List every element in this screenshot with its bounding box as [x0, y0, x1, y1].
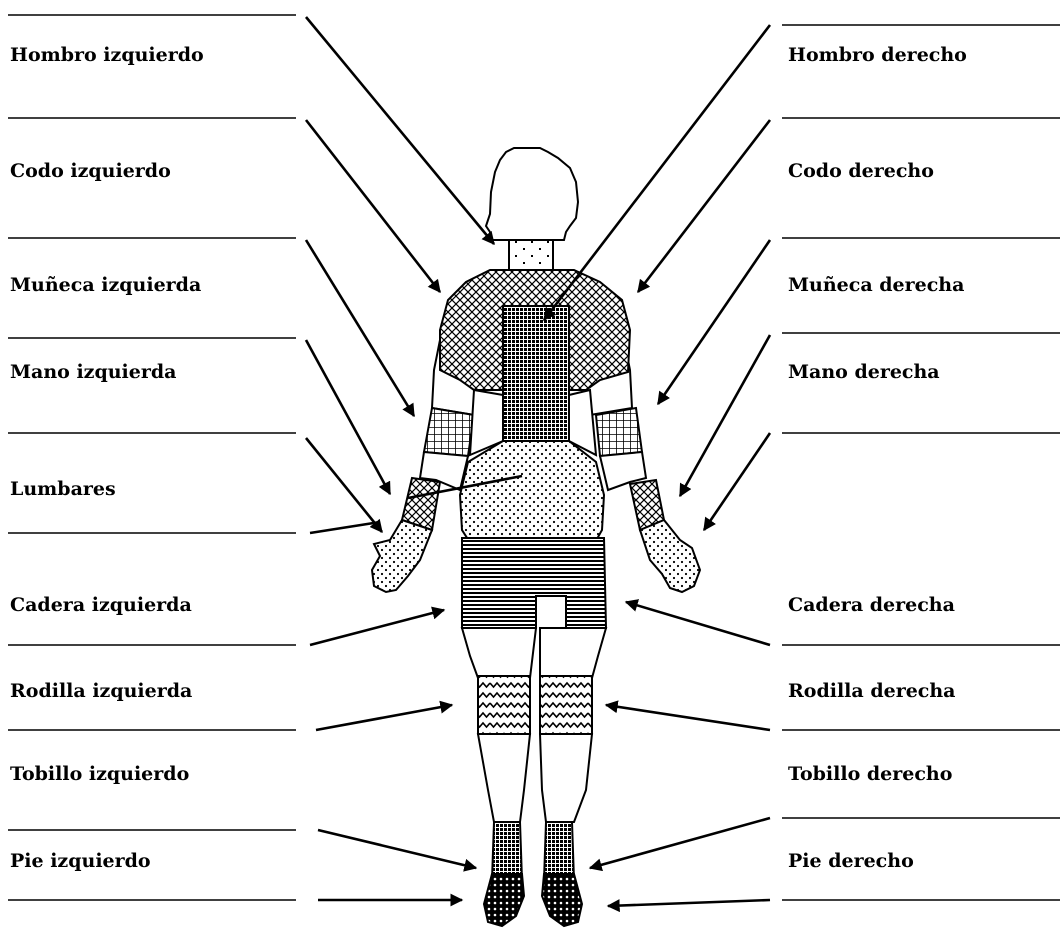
- arrow-tobillo-derecho: [590, 818, 770, 868]
- arrow-cadera-izquierda: [310, 610, 444, 645]
- right-foot: [542, 874, 582, 926]
- arrow-rodilla-derecha: [606, 705, 770, 730]
- hips: [462, 538, 606, 628]
- left-knee: [478, 676, 530, 734]
- left-foot: [484, 874, 524, 926]
- label-lumbares: Lumbares: [10, 480, 116, 499]
- label-pie-izquierdo: Pie izquierdo: [10, 852, 151, 871]
- label-codo-derecho: Codo derecho: [788, 162, 934, 181]
- arrow-hombro-derecho: [544, 25, 770, 320]
- label-cadera-derecha: Cadera derecha: [788, 596, 955, 615]
- arrow-codo-izquierdo: [306, 120, 440, 292]
- neck: [509, 240, 553, 274]
- right-elbow: [596, 408, 642, 456]
- arrow-mano-derecha: [680, 335, 770, 496]
- right-ankle: [544, 822, 574, 880]
- arrow-mano-izquierda: [306, 340, 390, 494]
- label-cadera-izquierda: Cadera izquierda: [10, 596, 192, 615]
- left-thigh: [462, 628, 536, 678]
- arrow-muneca-izquierda: [306, 240, 414, 416]
- label-rodilla-derecha: Rodilla derecha: [788, 682, 956, 701]
- label-tobillo-izquierdo: Tobillo izquierdo: [10, 765, 189, 784]
- arrow-muneca-derecha: [658, 240, 770, 404]
- label-codo-izquierdo: Codo izquierdo: [10, 162, 171, 181]
- arrow-tobillo-izquierdo: [318, 830, 476, 868]
- label-muneca-izquierda: Muñeca izquierda: [10, 276, 201, 295]
- head: [486, 148, 578, 240]
- right-shin: [540, 734, 592, 822]
- arrow-pie-derecho: [608, 900, 770, 906]
- right-hand: [640, 520, 700, 592]
- label-hombro-derecho: Hombro derecho: [788, 46, 967, 65]
- arrow-lumbares: [310, 522, 380, 533]
- arrow-mano-derecha-2: [704, 433, 770, 530]
- label-rodilla-izquierda: Rodilla izquierda: [10, 682, 192, 701]
- left-shin: [478, 734, 530, 822]
- label-tobillo-derecho: Tobillo derecho: [788, 765, 952, 784]
- right-knee: [540, 676, 592, 734]
- label-hombro-izquierdo: Hombro izquierdo: [10, 46, 204, 65]
- upper-back: [503, 306, 569, 441]
- label-muneca-derecha: Muñeca derecha: [788, 276, 964, 295]
- label-mano-izquierda: Mano izquierda: [10, 363, 176, 382]
- left-ankle: [492, 822, 522, 880]
- label-mano-derecha: Mano derecha: [788, 363, 940, 382]
- arrow-hombro-izquierdo: [306, 17, 494, 244]
- arrow-codo-derecho: [638, 120, 770, 292]
- body-figure: [372, 148, 700, 926]
- arrow-cadera-derecha: [626, 602, 770, 645]
- right-thigh: [540, 628, 606, 678]
- arrow-mano-izquierda-2: [306, 438, 382, 532]
- left-elbow: [424, 408, 474, 456]
- arrow-rodilla-izquierda: [316, 705, 452, 730]
- label-pie-derecho: Pie derecho: [788, 852, 914, 871]
